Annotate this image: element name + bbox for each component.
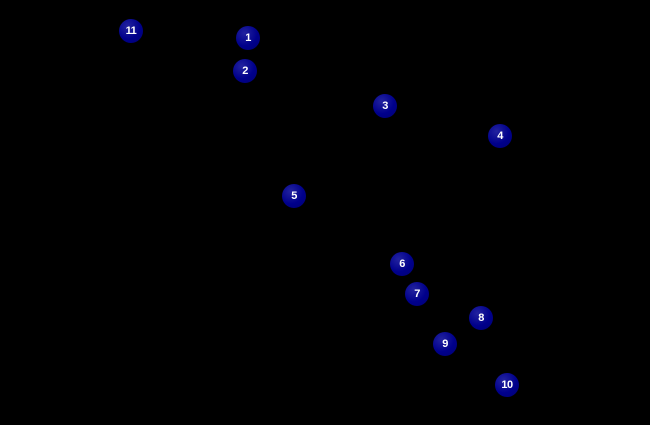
marker-label: 5 — [291, 189, 297, 202]
marker-label: 6 — [399, 257, 405, 270]
marker-label: 9 — [442, 337, 448, 350]
marker-label: 10 — [501, 378, 513, 391]
map-marker-11[interactable]: 11 — [119, 19, 143, 43]
map-marker-8[interactable]: 8 — [469, 306, 493, 330]
marker-label: 4 — [497, 129, 503, 142]
marker-label: 8 — [478, 311, 484, 324]
marker-label: 1 — [245, 31, 251, 44]
map-marker-9[interactable]: 9 — [433, 332, 457, 356]
map-marker-1[interactable]: 1 — [236, 26, 260, 50]
marker-label: 7 — [414, 287, 420, 300]
map-marker-6[interactable]: 6 — [390, 252, 414, 276]
map-marker-3[interactable]: 3 — [373, 94, 397, 118]
map-marker-7[interactable]: 7 — [405, 282, 429, 306]
marker-label: 11 — [125, 24, 137, 37]
marker-label: 3 — [382, 99, 388, 112]
map-marker-10[interactable]: 10 — [495, 373, 519, 397]
map-marker-2[interactable]: 2 — [233, 59, 257, 83]
map-marker-5[interactable]: 5 — [282, 184, 306, 208]
marker-label: 2 — [242, 64, 248, 77]
map-marker-4[interactable]: 4 — [488, 124, 512, 148]
